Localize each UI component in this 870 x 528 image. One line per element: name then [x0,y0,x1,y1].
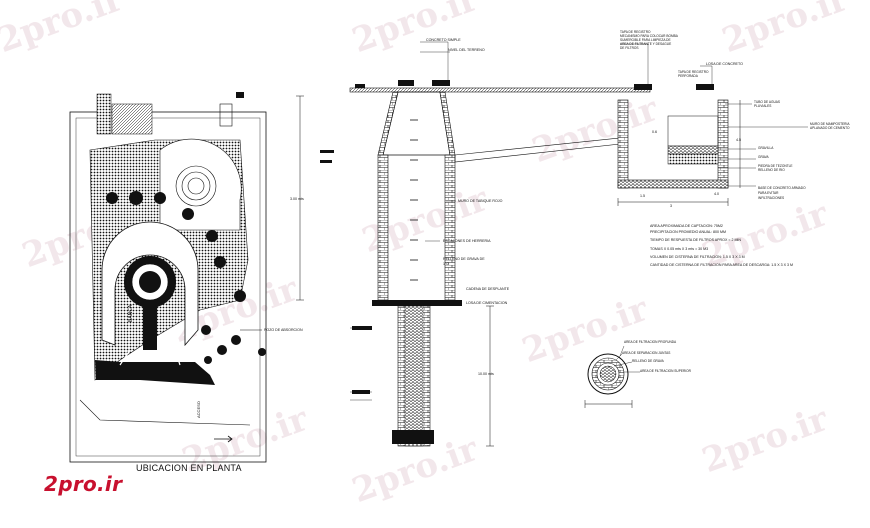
label-piedra-2: RELLENO DE RIO [758,168,785,172]
label-base-1: BASE DE CONCRETO ARMADO [758,186,806,190]
note-line: PRECIPITACION PROMEDIO ANUAL: 800 MM [650,230,727,234]
label-tapa-2: MECANISMO PARA COLOCAR BOMBA [620,34,678,38]
well-section [296,41,808,447]
label-nivel: NIVEL DEL TERRENO [448,48,485,52]
detail-label: AREA DE FILTRACION PROFUNDA [624,340,677,344]
label-muro-2: APLANADO DE CEMENTO [810,126,850,130]
dimension-lines [296,95,741,447]
brand-logo: 2pro.ir [44,472,123,496]
svg-text:ACCESO: ACCESO [196,401,201,418]
lower-path [79,399,251,426]
well-wall-left [377,154,389,301]
label-grava-1: GRAVILLA [758,146,774,150]
gravel-layer [667,145,719,155]
detail-label: AREA DE SEPARACION JUNTAS [622,351,671,355]
label-muro-1: MURO DE MAMPOSTERIA [810,122,850,126]
plan-frame [69,111,267,463]
cover-right [696,84,714,90]
site-plan: BANCA ACCESO [69,92,267,463]
label-cadena: CADENA DE DESPLANTE [466,287,510,291]
label-relleno-1: RELLENO DE GRAVA DE [443,257,485,261]
label-concreto: CONCRETO SIMPLE [426,38,461,42]
label-grava-2: GRAVA [758,155,769,159]
building-block [96,93,112,135]
dim-vertical-1: 3.00 mts [290,197,304,201]
note-line: VOLUMEN DE CISTERNA DE FILTRACION: 1.5 X… [650,255,745,259]
label-tapa-4: AREA DE FILTRANTE Y DESAGUE [620,42,672,46]
central-walk [143,300,157,350]
label-tubo-1: TUBO DE AGUAS [754,100,781,104]
label-tapa-1: TAPA DE REGISTRO [620,30,651,34]
gate-post [219,103,233,127]
u-path [101,221,199,347]
label-tapa-5: DE FILTROS [620,46,639,50]
detail-label: RELLENO DE GRAVA [632,359,664,363]
marker [236,92,244,98]
note-line: TOMAS X 0.05 mts X 3 mts = 30 M3 [650,247,709,251]
tank-base [617,179,729,189]
north-arrow [214,435,233,443]
label-relleno-2: 1"/2 [443,262,450,266]
tree-symbols [106,191,266,364]
dim-06: 0.6 [652,130,657,134]
detail-label: AREA DE FILTRACION SUPERIOR [640,369,691,373]
foundation-beam [372,300,462,306]
label-pozo: POZO DE ABSORCION [264,328,303,332]
note-line: TIEMPO DE RESPUESTA DE FILTROS APROX = 2… [650,238,742,242]
label-losa: LOSA DE CONCRETO [706,62,743,66]
label-tapa-3: SUMERGIBLE PARA LIMPIEZA DE [620,38,671,42]
well-wall-right [444,154,456,301]
garden-rings [175,165,217,207]
tank-wall-right [717,99,729,189]
label-muro-tabique: MURO DE TABIQUE ROJO [458,199,503,203]
garden-area [159,138,242,231]
label-base-3: INFILTRACIONES [758,196,785,200]
section-leaders [350,41,808,401]
dim-3: 3 [670,204,672,208]
label-losa-cim: LOSA DE CIMENTACION [466,301,508,305]
dim-45: 4.5 [736,138,741,142]
label-tapa-perf-1: TAPA DE REGISTRO [678,70,709,74]
plan-inner-frame [75,117,261,457]
label-tapa-perf-2: PERFORADA [678,74,698,78]
label-escalones: ESCALONES DE HERRERIA [443,239,491,243]
well-steps [410,119,418,281]
label-tubo-2: PLUVIALES [754,104,772,108]
svg-text:BANCA: BANCA [128,304,134,322]
drain-pipe [454,137,621,163]
detail-outer [587,353,629,395]
dim-vertical-2: 10.00 mts [478,372,494,376]
terrace [111,103,153,135]
lower-band [95,360,215,385]
stone-layer [667,153,719,165]
cover-left [634,84,652,90]
tank-wall-left [617,99,629,189]
note-line: CANTIDAD DE CISTERNA DE FILTRACION PARA … [650,263,794,267]
label-base-2: PARA EVITAR [758,191,779,195]
dim-40: 4.0 [714,192,719,196]
dim-15: 1.5 [640,194,645,198]
label-piedra-1: PIEDRA DE TEZONTLE [758,164,793,168]
note-line: AREA APROXIMADA DE CAPTACION: 75M2 [650,224,723,228]
plan-title: UBICACION EN PLANTA [136,463,242,473]
ground-slab [349,87,651,93]
well-detail-plan [584,345,640,408]
